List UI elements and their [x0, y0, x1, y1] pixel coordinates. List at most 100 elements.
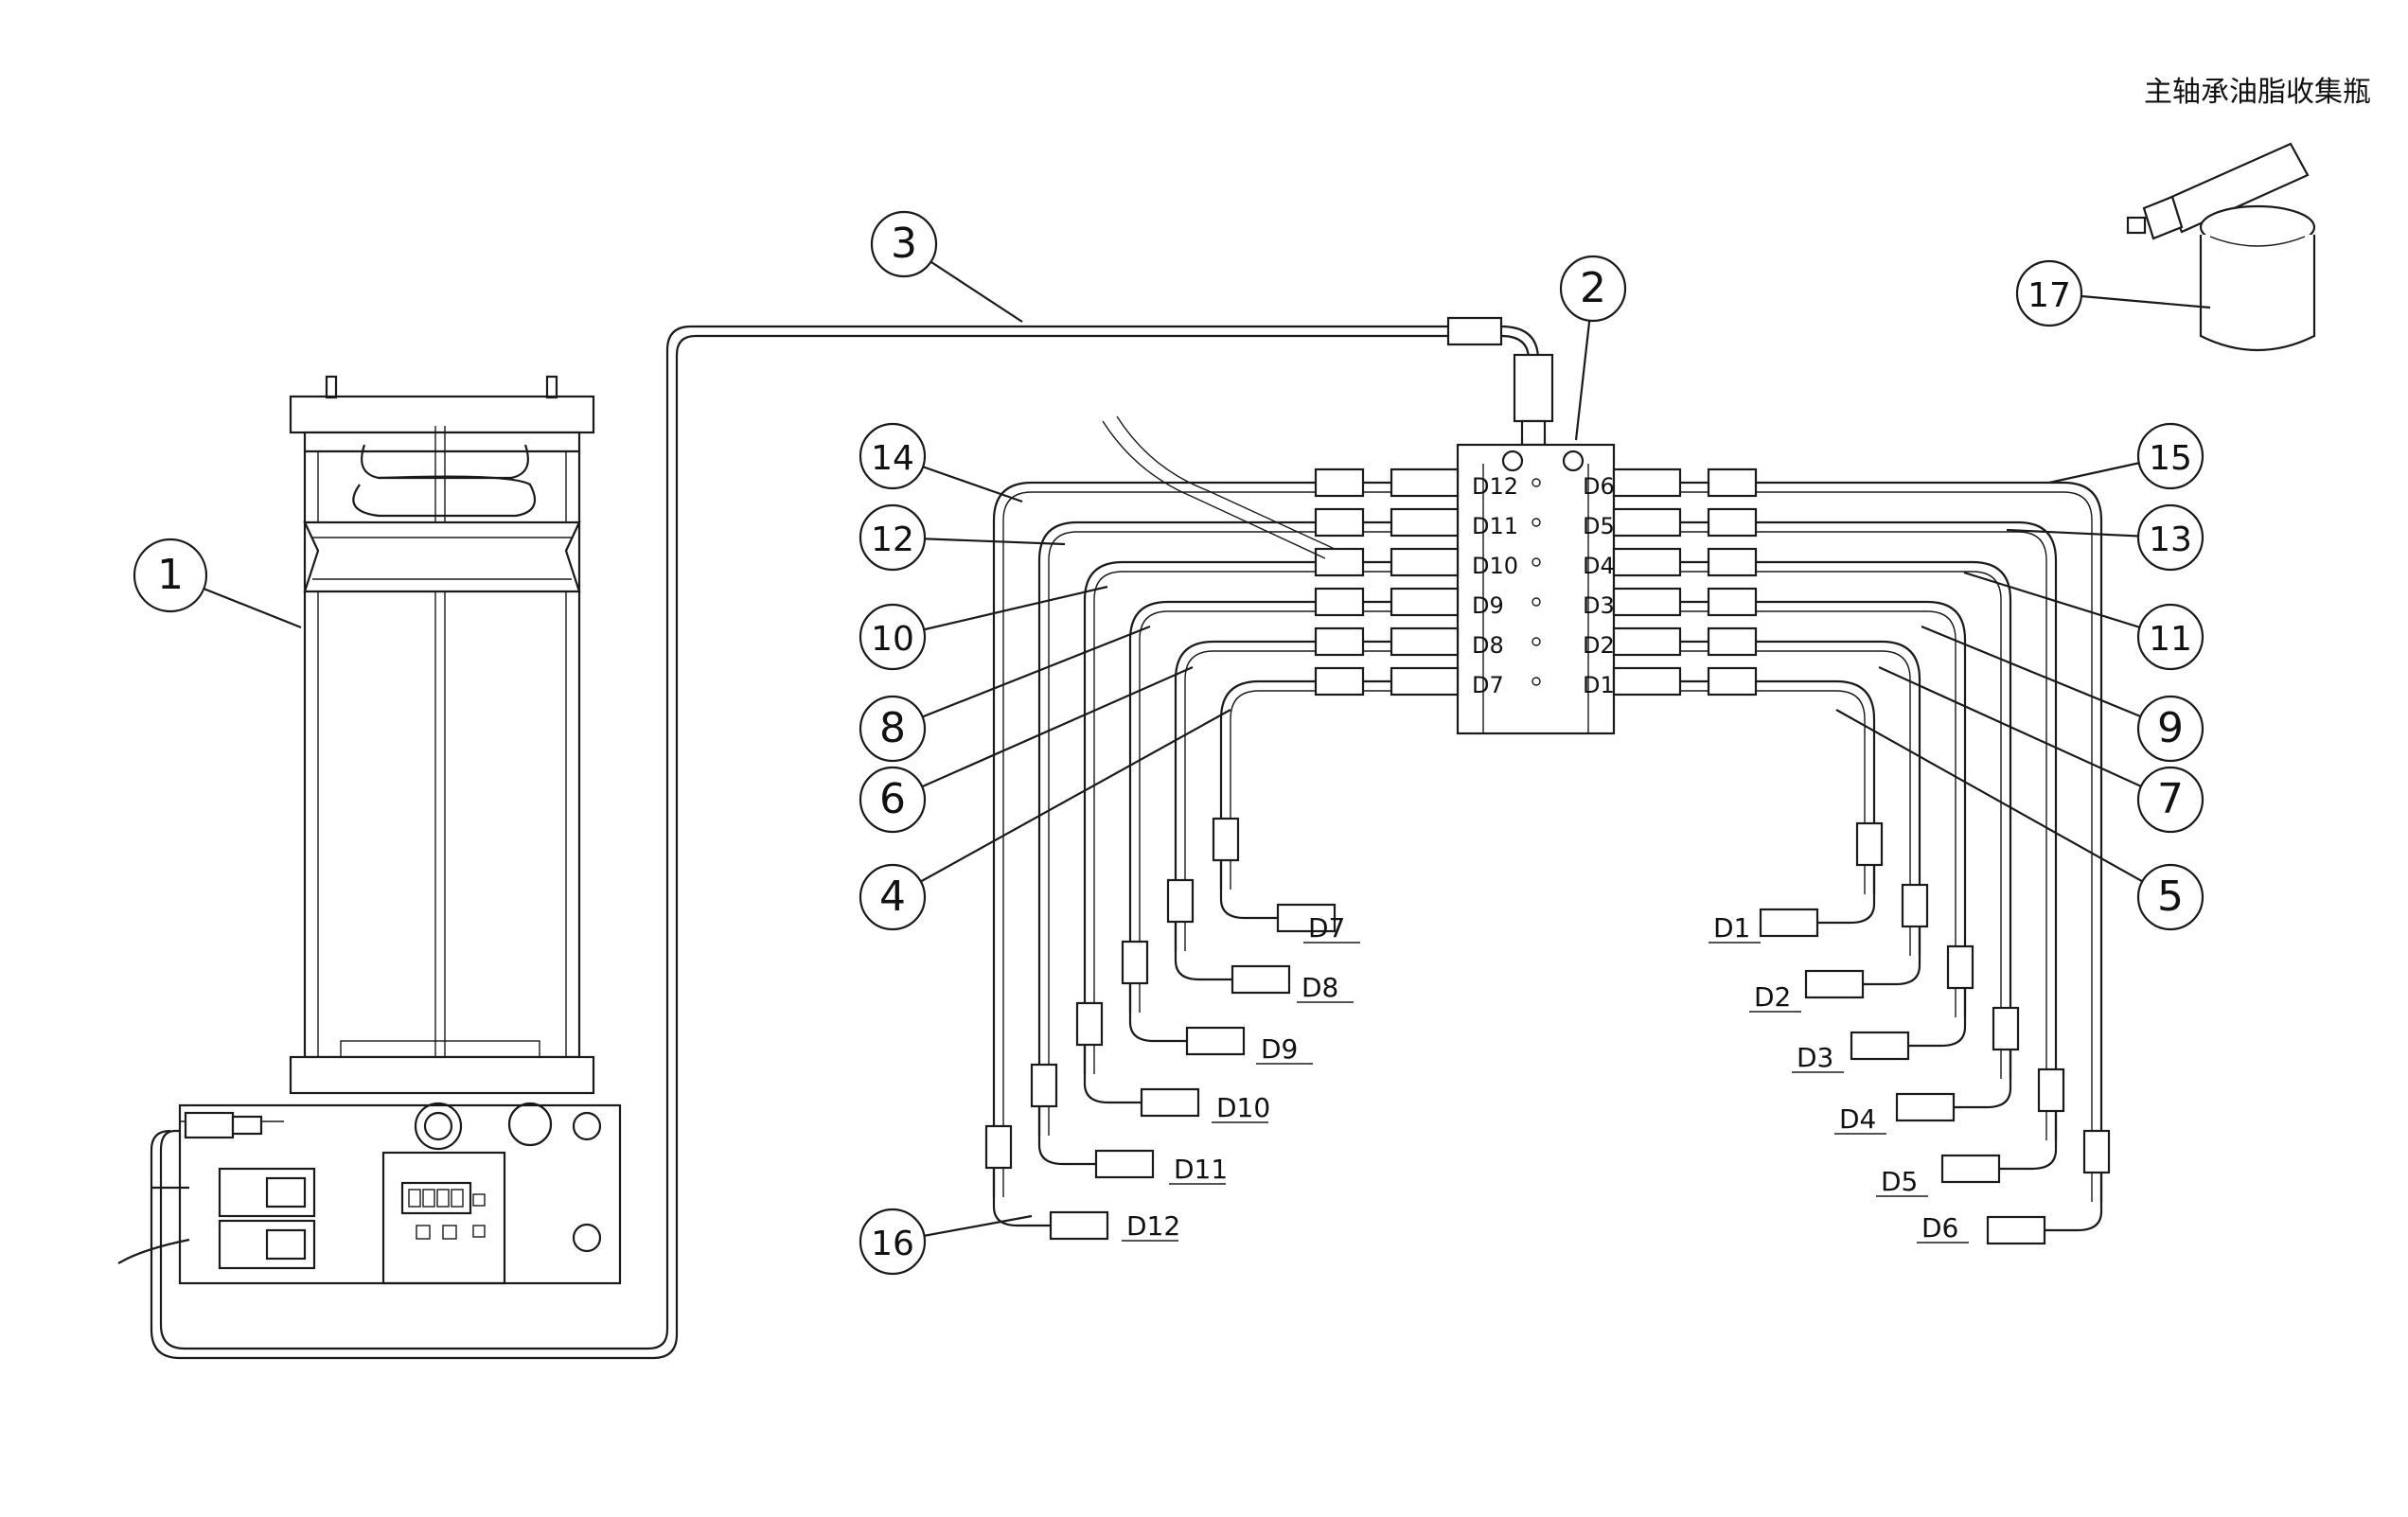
- outlet-lines: [984, 415, 2111, 1245]
- hose-fitting: [1707, 507, 1758, 538]
- grease-collection-bottle: [2126, 142, 2316, 352]
- hose-fitting: [1049, 1210, 1109, 1241]
- block-label-left: D8: [1472, 632, 1504, 659]
- distributor-port-dot: [1532, 637, 1541, 646]
- outlet-hose-right: [1680, 531, 2047, 1140]
- hose-fitting: [1314, 507, 1365, 538]
- outlet-tag-right: D4: [1839, 1103, 1876, 1135]
- outlet-hose-left: [1093, 571, 1391, 1074]
- callout-leader: [1963, 571, 2171, 639]
- hose-fitting: [1314, 467, 1365, 498]
- callout-circle: [2136, 695, 2204, 763]
- outlet-hose-left: [1128, 600, 1391, 1013]
- callout-leader: [1835, 709, 2171, 898]
- callout-number: 9: [2157, 704, 2184, 752]
- outlet-tag-left: D11: [1174, 1154, 1228, 1185]
- outlet-hose-right: [1680, 481, 2103, 1202]
- callout-leader: [1878, 665, 2171, 802]
- outlet-hose-right: [1680, 679, 1876, 894]
- block-label-left: D12: [1472, 473, 1518, 500]
- hose-fitting: [1390, 666, 1460, 697]
- outlet-hose-left: [1048, 531, 1391, 1136]
- outlet-tag-left: D12: [1126, 1210, 1180, 1242]
- outlet-tag-left: D8: [1301, 972, 1338, 1003]
- callout-number: 8: [879, 704, 906, 752]
- hose-fitting: [1212, 817, 1240, 862]
- callout-circle: [859, 695, 927, 763]
- callout-number: 15: [2149, 439, 2192, 478]
- outlet-elbow-right: [1863, 927, 1921, 986]
- outlet-tag-left: D9: [1261, 1033, 1298, 1065]
- outlet-hose-right: [1680, 491, 2093, 1202]
- distributor-port-dot: [1532, 557, 1541, 567]
- outlet-hose-left: [1174, 640, 1391, 951]
- outlet-hose-left: [1002, 491, 1391, 1197]
- hose-fitting: [1940, 1154, 2001, 1184]
- callout-circle: [2136, 503, 2204, 572]
- outlet-hose-right: [1680, 640, 1921, 956]
- callout-number: 16: [871, 1225, 914, 1263]
- block-label-left: D11: [1472, 513, 1518, 539]
- outlet-tag-right: D1: [1713, 912, 1750, 944]
- callout-number: 12: [871, 520, 914, 559]
- outlet-hose-right: [1680, 560, 2012, 1079]
- outlet-elbow-left: [1128, 984, 1187, 1043]
- outlet-hose-left: [1139, 610, 1391, 1013]
- callout-circle: [133, 538, 208, 613]
- callout-circle: [870, 210, 938, 278]
- hose-fitting: [1612, 666, 1682, 697]
- hose-fitting: [2082, 1129, 2111, 1174]
- hose-fitting: [1314, 666, 1365, 697]
- hose-fitting: [1390, 507, 1460, 538]
- hose-fitting: [1075, 1001, 1104, 1047]
- hose-fitting: [1185, 1026, 1246, 1056]
- distributor-port-dot: [1532, 597, 1541, 607]
- hose-fitting: [1992, 1006, 2020, 1051]
- outlet-elbow-left: [1219, 861, 1278, 920]
- outlet-tag-right: D5: [1881, 1166, 1918, 1197]
- hose-fitting: [1901, 883, 1929, 928]
- hose-fitting: [1612, 467, 1682, 498]
- callout-number: 10: [871, 620, 914, 659]
- distributor-port-dot: [1532, 478, 1541, 487]
- callout-circle: [2136, 766, 2204, 834]
- diagram-caption: 主轴承油脂收集瓶: [2144, 76, 2371, 109]
- callout-number: 11: [2149, 620, 2192, 659]
- callout-circle: [859, 503, 927, 572]
- callout-circle: [2136, 422, 2204, 490]
- block-label-left: D10: [1472, 553, 1518, 579]
- hose-fitting: [984, 1124, 1013, 1170]
- hose-fitting: [2037, 1067, 2065, 1113]
- block-label-right: D1: [1583, 672, 1615, 698]
- cable-line: [1116, 415, 1336, 550]
- distributor-port-dot: [1532, 518, 1541, 527]
- outlet-hose-left: [1219, 679, 1391, 890]
- hose-fitting: [1390, 587, 1460, 617]
- callout-number: 17: [2027, 276, 2071, 315]
- outlet-tag-right: D6: [1921, 1212, 1958, 1244]
- callout-circle: [859, 766, 927, 834]
- hose-fitting: [1707, 547, 1758, 577]
- block-label-left: D9: [1472, 592, 1504, 619]
- hose-fitting: [1707, 587, 1758, 617]
- block-label-right: D6: [1583, 473, 1615, 500]
- hose-fitting: [1314, 547, 1365, 577]
- outlet-elbow-right: [1817, 866, 1876, 925]
- callout-leader: [892, 585, 1108, 639]
- callout-number: 13: [2149, 520, 2192, 559]
- outlet-hose-left: [1184, 650, 1391, 951]
- outlet-tag-right: D3: [1797, 1042, 1833, 1073]
- hose-fitting: [1986, 1215, 2046, 1245]
- hose-fitting: [1804, 969, 1865, 999]
- hose-fitting: [1855, 821, 1884, 867]
- outlet-elbow-left: [1083, 1046, 1142, 1104]
- hose-fitting: [1276, 903, 1337, 933]
- hose-fitting: [1166, 878, 1195, 924]
- callout-number: 4: [879, 873, 906, 921]
- callout-circle: [859, 863, 927, 931]
- callout-number: 3: [891, 220, 917, 268]
- hose-fitting: [1946, 944, 1974, 990]
- callout-number: 6: [879, 775, 906, 823]
